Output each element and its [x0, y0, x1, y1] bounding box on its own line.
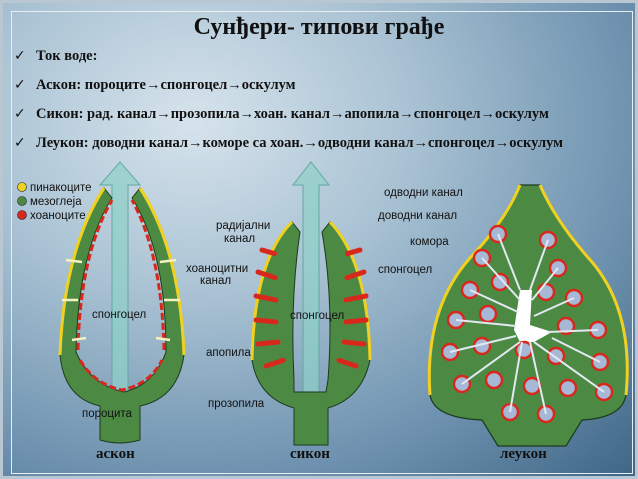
ascon-water-arrow — [98, 161, 142, 411]
legend-choanocyte-label: хоаноците — [30, 210, 86, 222]
leucon-canals — [449, 233, 605, 415]
ascon-name: аскон — [96, 446, 135, 462]
leucon-chamber-label: комора — [410, 236, 449, 248]
sycon-radial-canal-label: радијални — [216, 220, 270, 232]
sycon-water-arrow — [291, 161, 331, 406]
check-icon: ✓ — [14, 106, 26, 122]
leucon-pinacoderm — [427, 184, 629, 396]
ascon-wall — [59, 187, 185, 444]
bullet-text: Аскон: пороците→спонгоцел→оскулум — [36, 77, 296, 93]
ascon-diagram: спонгоцел пороцита аскон — [58, 161, 186, 462]
legend-pinacocyte-swatch — [17, 182, 27, 192]
leucon-spongocoel-label: спонгоцел — [378, 264, 432, 276]
ascon-spongocoel-label: спонгоцел — [92, 309, 146, 321]
check-icon: ✓ — [14, 77, 26, 93]
sycon-spongocoel-label: спонгоцел — [290, 310, 344, 322]
bullet-item: ✓ Ток воде: — [14, 48, 629, 77]
ascon-porocyte-label: пороцита — [82, 408, 133, 420]
legend: пинакоците мезоглеја хоаноците — [17, 182, 92, 222]
bullet-item: ✓ Леукон: доводни канал→коморе са хоан.→о… — [14, 135, 629, 164]
sycon-apopyle-label: апопила — [206, 347, 251, 359]
check-icon: ✓ — [14, 135, 26, 151]
leucon-diagram: одводни канал доводни канал комора спонг… — [378, 184, 629, 462]
check-icon: ✓ — [14, 48, 26, 64]
bullet-text: Ток воде: — [36, 48, 98, 64]
sycon-choanocyte-canal-label-2: канал — [200, 275, 231, 287]
sycon-diagram: радијални канал хоаноцитни канал спонгоц… — [186, 161, 372, 462]
ascon-porocytes — [62, 258, 180, 342]
sycon-radial-canal-label-2: канал — [224, 233, 255, 245]
leucon-incurrent-canal-label: доводни канал — [378, 210, 457, 222]
ascon-choanoderm — [76, 199, 166, 392]
legend-choanocyte-swatch — [17, 210, 27, 220]
leucon-excurrent-canal-label: одводни канал — [384, 187, 463, 199]
legend-pinacocyte-label: пинакоците — [30, 182, 92, 194]
sycon-choanocyte-canal-label: хоаноцитни — [186, 263, 248, 275]
bullet-item: ✓ Сикон: рад. канал→прозопила→хоан. канал… — [14, 106, 629, 135]
bullet-list: ✓ Ток воде: ✓ Аскон: пороците→спонгоцел→ос… — [14, 48, 629, 164]
bullet-text: Сикон: рад. канал→прозопила→хоан. канал→… — [36, 106, 549, 122]
slide-title: Сунђери- типови грађе — [193, 14, 445, 40]
bullet-item: ✓ Аскон: пороците→спонгоцел→оскулум — [14, 77, 629, 106]
leucon-name: леукон — [500, 446, 547, 462]
legend-mesoglea-label: мезоглеја — [30, 196, 82, 208]
legend-mesoglea-swatch — [17, 196, 27, 206]
sycon-prosopyle-label: прозопила — [208, 398, 265, 410]
sycon-name: сикон — [290, 446, 330, 462]
slide-border — [11, 11, 633, 474]
bullet-text: Леукон: доводни канал→коморе са хоан.→од… — [36, 135, 564, 151]
sycon-choanocyte-canals — [253, 247, 369, 369]
leucon-spongocoel — [514, 290, 552, 342]
